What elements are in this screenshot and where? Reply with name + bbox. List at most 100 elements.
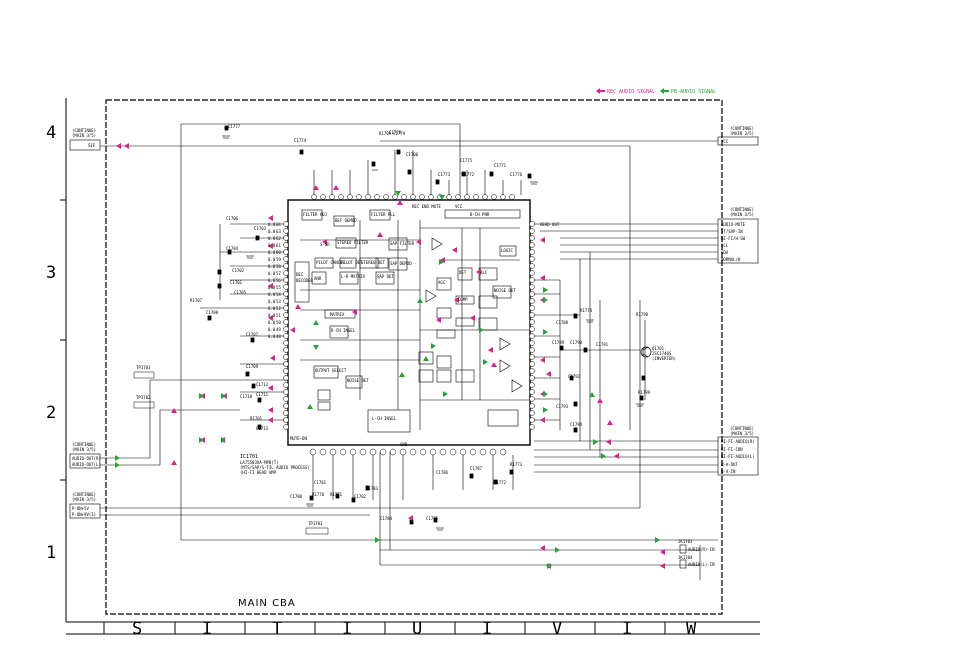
pin-52-v: 0.0 (268, 306, 276, 311)
comp-c1783: C1783 (366, 486, 379, 491)
legend-rec: REC AUDIO SIGNAL (607, 89, 655, 95)
comp-c1776: C1776 (510, 172, 523, 177)
blk-bef-demod: BEF DEMOD (335, 218, 357, 223)
comp-c1774: C1774 (294, 138, 307, 143)
blk-snr: S-NR (320, 242, 330, 247)
blk-pilot-cancel: PILOT CANCEL (316, 260, 345, 265)
col-label-i4: I (622, 619, 632, 639)
pin-48: 48 (276, 334, 281, 339)
right-connector-vcc (717, 136, 759, 146)
pin-51-v: 0.0 (268, 313, 276, 318)
blk-bch-pnr: B-CH PNR (470, 212, 490, 217)
blk-filter-adj: FILTER ADJ (303, 212, 327, 217)
blk-head-out: HEAD OUT (540, 222, 560, 227)
comp-c1707: C1707 (246, 332, 259, 337)
comp-c1710: C1710 (240, 394, 253, 399)
right-conn-2-sig-4: SDA (721, 250, 729, 255)
pin-53-v: 0.0 (268, 299, 276, 304)
col-label-t: T (272, 619, 282, 639)
pin-54-v: 0.0 (268, 292, 276, 297)
blk-logic: LOGIC (501, 248, 514, 253)
blk-rch-insel: R-CH INSEL (331, 328, 356, 333)
ic-desc2: (HI-FI HEAD AMP (240, 470, 277, 475)
rec-signal-arrows (116, 143, 665, 569)
right-conn-2-sig-1: ST/SAP-IN (721, 229, 743, 234)
comp-c1701: C1701 (230, 280, 243, 285)
pin-60: 60 (276, 250, 281, 255)
comp-c1789: C1789 (552, 340, 565, 345)
ic-part: LA75503VA-MPB(T) (240, 460, 279, 465)
board-outline (105, 99, 723, 615)
right-conn-3-sub: (MAIN 3/5) (730, 431, 754, 436)
pin-59: 59 (276, 257, 281, 262)
right-conn-3-sig-2: HI-FI-AUDIO(L) (721, 454, 755, 459)
blk-sap-demod: SAP DEMOD (390, 261, 412, 266)
passive-components (207, 125, 646, 525)
blk-agc: AGC (438, 280, 446, 285)
left-conn-3-sub: (MAIN 3/5) (72, 497, 96, 502)
jacks (679, 544, 687, 569)
ic-top-pins (311, 194, 515, 200)
blk-stereo-filter: STEREO FILTER (337, 240, 369, 245)
blk-noise-det-2: NOISE DET (494, 288, 516, 293)
blk-sap-filter: SAP FILTER (390, 241, 415, 246)
comp-c1788: C1788 (556, 320, 569, 325)
comp-c1705: C1705 (234, 290, 247, 295)
blk-lch-insel: L-CH INSEL (372, 416, 397, 421)
comp-c1713: C1713 (256, 426, 269, 431)
ic-ref: IC1701 (240, 454, 258, 460)
right-conn-3-head: (CONTINUE) (730, 426, 754, 431)
test-points (133, 371, 329, 535)
pb-arrow-icon (660, 88, 669, 94)
pin-63: 63 (276, 229, 281, 234)
component-labels: C1777 C1774 C1778 C1779 R1709 C1700 C177… (190, 124, 651, 521)
comp-r1701: R1701 (250, 416, 263, 421)
ic-internal-blocks (294, 209, 530, 433)
comp-c1791: C1791 (596, 342, 609, 347)
comp-c1792: C1792 (568, 374, 581, 379)
pin-53: 53 (276, 299, 281, 304)
pin-61: 61 (276, 243, 281, 248)
comp-r1771: R1771 (330, 492, 343, 497)
blk-dec: DEC (296, 272, 304, 277)
right-conn-3-sig-3: N-A-OUT (721, 462, 738, 467)
ic-left-pins (283, 221, 289, 430)
right-connector-control (717, 218, 759, 264)
q1701-ref: Q1701 (652, 346, 665, 351)
blk-output-select: OUTPUT SELECT (315, 368, 347, 373)
blk-comp: COMP (458, 297, 468, 302)
jack-2-label: AUDIO(L)-IN (688, 562, 715, 567)
blk-anr: ANR (314, 276, 322, 281)
left-conn-3-head: (CONTINUE) (72, 492, 96, 497)
comp-c1786: C1786 (436, 470, 449, 475)
row-label-2: 2 (46, 403, 56, 423)
pin-48-v: 0.0 (268, 334, 276, 339)
legend: REC AUDIO SIGNAL PB AUDIO SIGNAL (596, 88, 716, 95)
comp-c1779: C1779 (393, 131, 406, 136)
left-connector-audio-out (69, 453, 101, 469)
comp-r1798: R1798 (636, 312, 649, 317)
comp-c1781: C1781 (314, 480, 327, 485)
right-conn-2-sig-0: AUDIO-MUTE (721, 222, 746, 227)
comp-c1775: C1775 (460, 158, 473, 163)
tp-3: TP1703 (308, 521, 323, 526)
blk-lr-matrix: L-R MATRIX (341, 274, 366, 279)
pin-61-v: 0.0 (268, 243, 276, 248)
left-conn-1-sig-0: SIF (88, 143, 96, 148)
comp-r1770: R1770 (312, 492, 325, 497)
pin-57-v: 0.0 (268, 271, 276, 276)
blk-sap-det: SAP DET (377, 274, 394, 279)
row-label-4: 4 (46, 123, 56, 143)
right-conn-2-sig-2: HI-FI/H-SW (721, 236, 746, 241)
row-label-1: 1 (46, 543, 56, 563)
comp-c1704: C1704 (226, 246, 239, 251)
blk-pilot-det: PILOT DET (341, 260, 363, 265)
comp-c1708: C1708 (206, 310, 219, 315)
blk-alc: ALC (480, 270, 488, 275)
col-label-i1: I (202, 619, 212, 639)
comp-c1702: C1702 (232, 268, 245, 273)
comp-c1780: C1780 (290, 494, 303, 499)
ground-symbols (222, 135, 644, 531)
col-label-s: S (132, 619, 142, 639)
